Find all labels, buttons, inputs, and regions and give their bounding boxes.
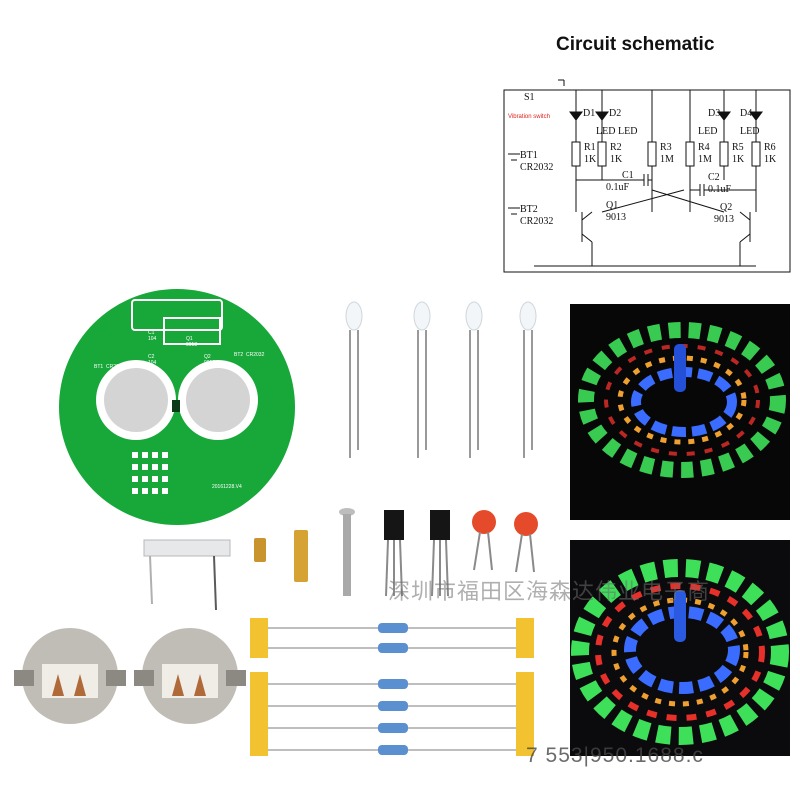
schematic-led4-label: LED [740,126,759,137]
pcb-bt2-model: CR2032 [246,352,265,358]
resistor-tape-right-bottom [516,672,534,756]
schematic-r1-value: 1K [584,154,597,165]
schematic-r5-value: 1K [732,154,745,165]
transistor-q2 [430,510,450,597]
pcb-date-code: 20161228.V4 [212,484,242,490]
led-4 [519,301,537,458]
pcb-board: BT1 CR2032 BT2 CR2032 Q1 9013 Q2 9013 C1… [59,289,295,525]
pcb-q2-model: 9013 [204,360,215,366]
pcb-switch-pad [163,317,221,345]
schematic-s1-label: S1 [524,92,535,103]
resistor-6 [378,745,408,755]
pcb-q1-label: Q1 [186,336,193,342]
pcb-bt2-label: BT2 [234,352,243,358]
battery-holders [14,628,246,724]
screw [339,508,355,596]
led-2 [413,301,431,458]
schematic-c2-value: 0.1uF [708,184,732,195]
schematic-bt2-value: CR2032 [520,216,553,227]
phone-watermark: 7 553|950.1688.c [526,744,704,767]
pcb-bt1-label: BT1 [94,364,103,370]
resistor-strips [250,618,534,756]
resistor-r1-symbol [571,141,581,167]
schematic-r6-value: 1K [764,154,777,165]
resistor-r4-symbol [685,141,695,167]
schematic-d1-label: D1 [583,108,595,119]
resistor-tape-right-top [516,618,534,658]
schematic-c2-label: C2 [708,172,720,183]
schematic-r3-value: 1M [660,154,674,165]
led-row [345,301,537,458]
pcb-center-hole [172,400,180,412]
resistor-r2-symbol [597,141,607,167]
schematic-bt1-value: CR2032 [520,162,553,173]
resistor-2 [378,643,408,653]
resistor-r3-symbol [647,141,657,167]
spinning-top-photo-1 [570,304,790,520]
pcb-led-pads [132,452,168,494]
battery-holder-right [134,628,246,724]
schematic-d3-label: D3 [708,108,720,119]
schematic-frame [503,89,791,273]
brass-spacer-long [294,530,308,582]
pcb-switch-outline [131,299,223,331]
resistor-tape-left-top [250,618,268,658]
transistor-q1 [384,510,404,597]
battery-pad-left [104,368,168,432]
led-1 [345,301,363,458]
spinning-top-shaft [674,590,686,642]
resistor-1 [378,623,408,633]
resistor-tape-left-bottom [250,672,268,756]
brass-spacer-short [254,538,266,562]
pcb-c1-label: C1 [148,330,155,336]
schematic-led2-label: LED [618,126,637,137]
resistor-r5-symbol [719,141,729,167]
circuit-schematic: S1 Vibration switch D1 D2 D3 D4 LED LED … [503,79,791,273]
schematic-r4-value: 1M [698,154,712,165]
pcb-bt1-model: CR2032 [106,364,125,370]
battery-pad-right [186,368,250,432]
schematic-bt1-label: BT1 [520,150,538,161]
schematic-d4-label: D4 [740,108,752,119]
schematic-r6-label: R6 [764,142,776,153]
schematic-c1-value: 0.1uF [606,182,630,193]
pcb-c1-value: 104 [148,336,157,342]
schematic-r2-label: R2 [610,142,622,153]
schematic-r3-label: R3 [660,142,672,153]
pcb-c2-label: C2 [148,354,155,360]
resistor-5 [378,723,408,733]
vibration-switch [143,539,231,611]
spinning-top-photo-2 [570,540,790,756]
schematic-r2-value: 1K [610,154,623,165]
resistor-3 [378,679,408,689]
schematic-vibration-switch-label: Vibration switch [508,114,550,120]
schematic-bt2-label: BT2 [520,204,538,215]
schematic-r5-label: R5 [732,142,744,153]
pcb-q2-label: Q2 [204,354,211,360]
spinning-top-shaft [674,344,686,392]
resistor-r6-symbol [751,141,761,167]
battery-holder-left [14,628,126,724]
schematic-q1-label: Q1 [606,200,618,211]
resistor-4 [378,701,408,711]
pcb-c2-value: 104 [148,360,157,366]
schematic-q2-value: 9013 [714,214,734,225]
schematic-r4-label: R4 [698,142,710,153]
schematic-q1-value: 9013 [606,212,626,223]
ceramic-capacitor-c2 [514,512,538,573]
led-3 [465,301,483,458]
schematic-r1-label: R1 [584,142,596,153]
small-components [143,508,538,611]
schematic-led3-label: LED [698,126,717,137]
schematic-led1-label: LED [596,126,615,137]
shop-watermark: 深圳市福田区海森达伟业电子商 [388,579,711,604]
ceramic-capacitor-c1 [472,510,496,571]
schematic-d2-label: D2 [609,108,621,119]
schematic-c1-label: C1 [622,170,634,181]
schematic-title: Circuit schematic [556,34,715,55]
pcb-q1-model: 9013 [186,342,197,348]
schematic-q2-label: Q2 [720,202,732,213]
